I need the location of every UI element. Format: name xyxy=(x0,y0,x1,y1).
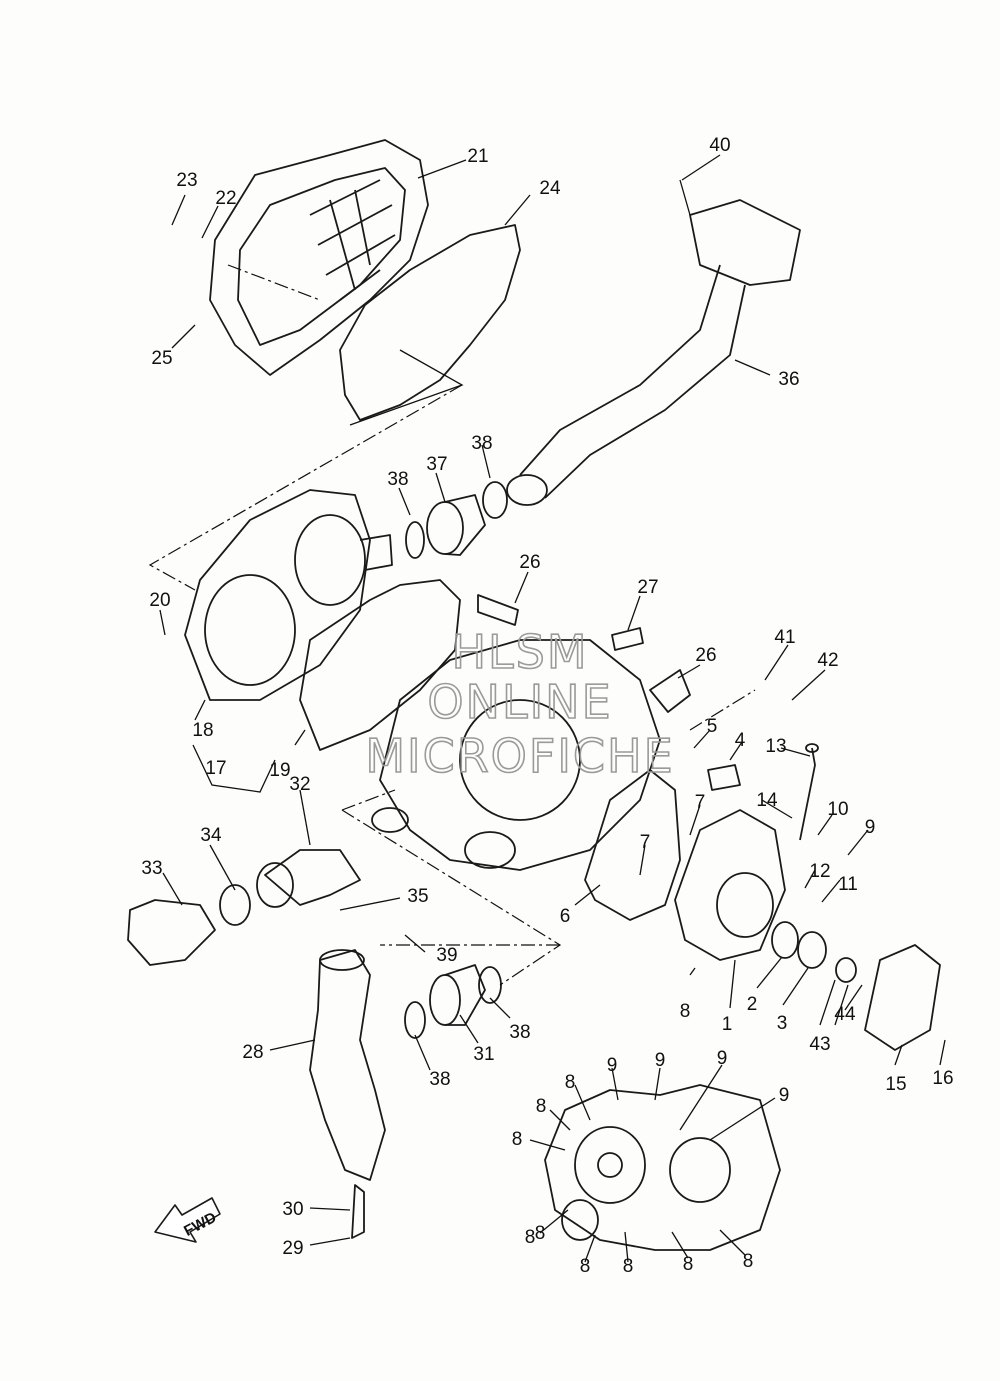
callout-label: 43 xyxy=(809,1034,830,1055)
callout-label: 39 xyxy=(436,945,457,966)
callout-label: 36 xyxy=(778,369,799,390)
callout-label: 7 xyxy=(695,792,706,813)
callout-label: 8 xyxy=(683,1254,694,1275)
callout-label: 8 xyxy=(680,1001,691,1022)
callout-label: 20 xyxy=(149,590,170,611)
callout-label: 42 xyxy=(817,650,838,671)
callout-label: 9 xyxy=(865,817,876,838)
callout-label: 19 xyxy=(269,760,290,781)
callout-label: 9 xyxy=(607,1055,618,1076)
callout-label: 38 xyxy=(429,1069,450,1090)
callout-label: 38 xyxy=(471,433,492,454)
watermark-line-2: ONLINE xyxy=(427,675,612,729)
callout-label: 17 xyxy=(205,758,226,779)
callout-label: 38 xyxy=(387,469,408,490)
callout-label: 26 xyxy=(695,645,716,666)
callout-label: 8 xyxy=(512,1129,523,1150)
callout-label: 15 xyxy=(885,1074,906,1095)
callout-label: 24 xyxy=(539,178,561,199)
callout-label: 9 xyxy=(779,1085,790,1106)
callout-label: 32 xyxy=(289,774,310,795)
callout-label: 14 xyxy=(756,790,778,811)
callout-label: 23 xyxy=(176,170,197,191)
callout-label: 40 xyxy=(709,135,730,156)
callout-label: 2 xyxy=(747,994,758,1015)
callout-label: 6 xyxy=(560,906,571,927)
callout-label: 44 xyxy=(834,1004,856,1025)
callout-label: 38 xyxy=(509,1022,530,1043)
watermark-line-3: MICROFICHE xyxy=(365,729,674,783)
leader-lines xyxy=(159,154,946,1263)
callout-label: 29 xyxy=(282,1238,303,1259)
callout-label: 21 xyxy=(467,146,488,167)
callout-label: 35 xyxy=(407,886,428,907)
callout-label: 41 xyxy=(774,627,795,648)
callout-label: 1 xyxy=(722,1014,733,1035)
callout-label: 28 xyxy=(242,1042,263,1063)
callout-label: 13 xyxy=(765,736,786,757)
callout-label: 8 xyxy=(580,1256,591,1277)
callout-label: 33 xyxy=(141,858,162,879)
callout-label: 34 xyxy=(200,825,222,846)
callout-label: 25 xyxy=(151,348,172,369)
callout-label: 37 xyxy=(426,454,447,475)
callout-label: 8 xyxy=(743,1251,754,1272)
callout-label: 30 xyxy=(282,1199,303,1220)
callout-label: 27 xyxy=(637,577,658,598)
callout-label: 8 xyxy=(565,1072,576,1093)
callout-label: 4 xyxy=(735,730,746,751)
callout-label: 10 xyxy=(827,799,848,820)
assembly-guide-lines xyxy=(148,384,756,986)
callout-label: 5 xyxy=(707,716,718,737)
callout-label: 8 xyxy=(525,1227,536,1248)
callout-label: 8 xyxy=(536,1096,547,1117)
callout-label: 3 xyxy=(777,1013,788,1034)
callout-label: 9 xyxy=(655,1050,666,1071)
callout-label: 26 xyxy=(519,552,540,573)
callout-label: 11 xyxy=(838,874,858,895)
callout-label: 8 xyxy=(535,1223,546,1244)
callout-label: 7 xyxy=(640,832,651,853)
callout-label: 31 xyxy=(473,1044,494,1065)
callout-labels: 1 2 3 4 5 6 7 7 8 8 8 8 8 8 8 8 8 8 9 9 … xyxy=(141,135,953,1277)
watermark-line-1: HLSM xyxy=(451,625,588,679)
watermark: HLSM ONLINE MICROFICHE xyxy=(365,624,674,784)
callout-label: 12 xyxy=(809,861,830,882)
callout-label: 8 xyxy=(623,1256,634,1277)
callout-label: 22 xyxy=(215,188,236,209)
callout-label: 9 xyxy=(717,1048,728,1069)
callout-label: 18 xyxy=(192,720,213,741)
callout-label: 16 xyxy=(932,1068,953,1089)
